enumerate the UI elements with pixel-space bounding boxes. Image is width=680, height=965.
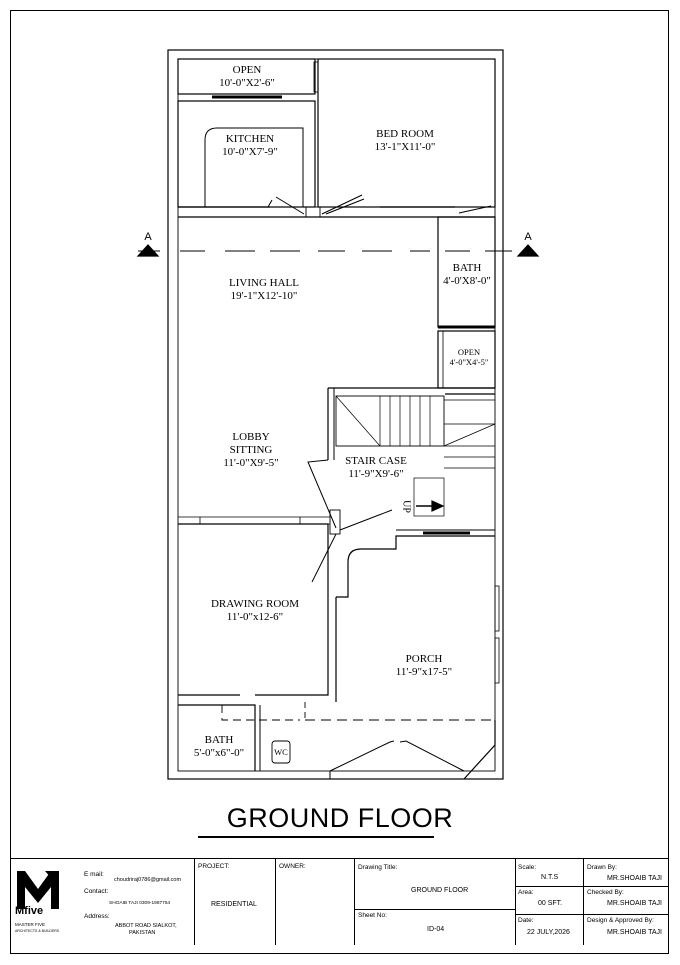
room-label-stair: STAIR CASE 11'-9"X9'-6": [336, 455, 416, 481]
section-label-right: A: [524, 231, 532, 243]
contact-value: SHOAIB TAJI 0309-1987754: [109, 901, 171, 906]
room-name: OPEN: [232, 64, 262, 76]
email-label: E mail:: [84, 871, 104, 878]
drawing-title-value: GROUND FLOOR: [411, 887, 469, 894]
project-label: PROJECT:: [198, 863, 230, 870]
up-label: UP: [400, 500, 412, 513]
wc-label: WC: [274, 747, 288, 757]
drawing-frame: [10, 10, 669, 954]
room-label-living-hall: LIVING HALL 19'-1"X12'-10": [216, 277, 312, 303]
room-label-porch: PORCH 11'-9"x17-5": [384, 653, 464, 679]
checked-by-value: MR.SHOAIB TAJI: [607, 900, 662, 907]
room-name-line1: LOBBY: [232, 431, 270, 443]
room-name: BATH: [452, 262, 482, 274]
room-name-line2: SITTING: [229, 444, 273, 456]
wc-fixture: [271, 740, 291, 764]
drawn-by-value: MR.SHOAIB TAJI: [607, 875, 662, 882]
room-size: 10'-0"X7'-9": [222, 146, 278, 158]
room-size: 13'-1"X11'-0": [374, 141, 436, 153]
room-label-open-small: OPEN 4'-0"X4'-5": [443, 347, 495, 367]
title-underline: [198, 836, 434, 838]
room-label-bath-left: BATH 5'-0"x6"-0": [186, 734, 252, 760]
room-name: PORCH: [405, 653, 443, 665]
owner-label: OWNER:: [279, 863, 306, 870]
outer-wall: [167, 49, 504, 780]
room-name: STAIR CASE: [345, 455, 407, 467]
area-label: Area:: [518, 889, 534, 896]
room-name: DRAWING ROOM: [210, 598, 300, 610]
room-size: 4'-0"X4'-5": [449, 357, 489, 367]
room-size: 11'-0"x12-6": [226, 611, 284, 623]
logo-text: Mfive: [15, 905, 44, 917]
project-value: RESIDENTIAL: [211, 901, 257, 908]
room-size: 10'-0"X2'-6": [219, 77, 275, 89]
room-label-kitchen: KITCHEN 10'-0"X7'-9": [207, 133, 293, 159]
date-label: Date:: [518, 917, 534, 924]
room-label-drawing: DRAWING ROOM 11'-0"x12-6": [202, 598, 308, 624]
title-block: Mfive MASTER FIVE ARCHITECTS & BUILDERS …: [11, 858, 669, 945]
room-size: 11'-0"X9'-5": [223, 457, 279, 469]
design-value: MR.SHOAIB TAJI: [607, 929, 662, 936]
date-value: 22 JULY,2026: [527, 929, 570, 936]
room-size: 11'-9"X9'-6": [348, 468, 404, 480]
sheet-label: Sheet No:: [358, 912, 387, 919]
checked-by-label: Checked By:: [587, 889, 624, 896]
contact-label: Contact:: [84, 888, 109, 895]
sheet-value: ID-04: [427, 926, 445, 933]
address-line2: PAKISTAN: [129, 930, 156, 936]
room-label-bath-right: BATH 4'-0'X8'-0": [436, 262, 498, 288]
company-logo: [17, 871, 59, 909]
room-name: KITCHEN: [225, 133, 275, 145]
room-size: 5'-0"x6"-0": [193, 747, 245, 759]
area-value: 00 SFT.: [538, 900, 563, 907]
email-value: choudriraj0786@gmail.com: [114, 877, 182, 883]
room-label-bed-room: BED ROOM 13'-1"X11'-0": [365, 128, 445, 154]
logo-subtitle: MASTER FIVE: [15, 922, 46, 927]
room-size: 11'-9"x17-5": [395, 666, 453, 678]
scale-label: Scale:: [518, 864, 537, 871]
room-label-lobby: LOBBY SITTING 11'-0"X9'-5": [210, 431, 292, 470]
room-name: BED ROOM: [376, 128, 434, 140]
section-marker-right: [516, 244, 540, 257]
room-name: LIVING HALL: [229, 277, 299, 289]
address-line1: ABBOT ROAD SIALKOT,: [115, 923, 177, 929]
open-top-room: [177, 58, 316, 95]
room-name: BATH: [204, 734, 234, 746]
section-label-left: A: [144, 231, 152, 243]
section-marker-left: [136, 244, 160, 257]
room-name: OPEN: [457, 347, 481, 357]
address-label: Address:: [84, 913, 110, 920]
room-size: 4'-0'X8'-0": [443, 275, 491, 287]
room-size: 19'-1"X12'-10": [230, 290, 298, 302]
logo-subtitle-2: ARCHITECTS & BUILDERS: [15, 929, 60, 933]
room-label-open-top: OPEN 10'-0"X2'-6": [207, 64, 287, 90]
design-label: Design & Approved By:: [587, 917, 654, 924]
drawing-title: GROUND FLOOR: [226, 803, 454, 833]
drawing-title-label: Drawing Title:: [358, 864, 398, 871]
drawn-by-label: Drawn By:: [587, 864, 617, 871]
scale-value: N.T.S: [541, 874, 559, 881]
